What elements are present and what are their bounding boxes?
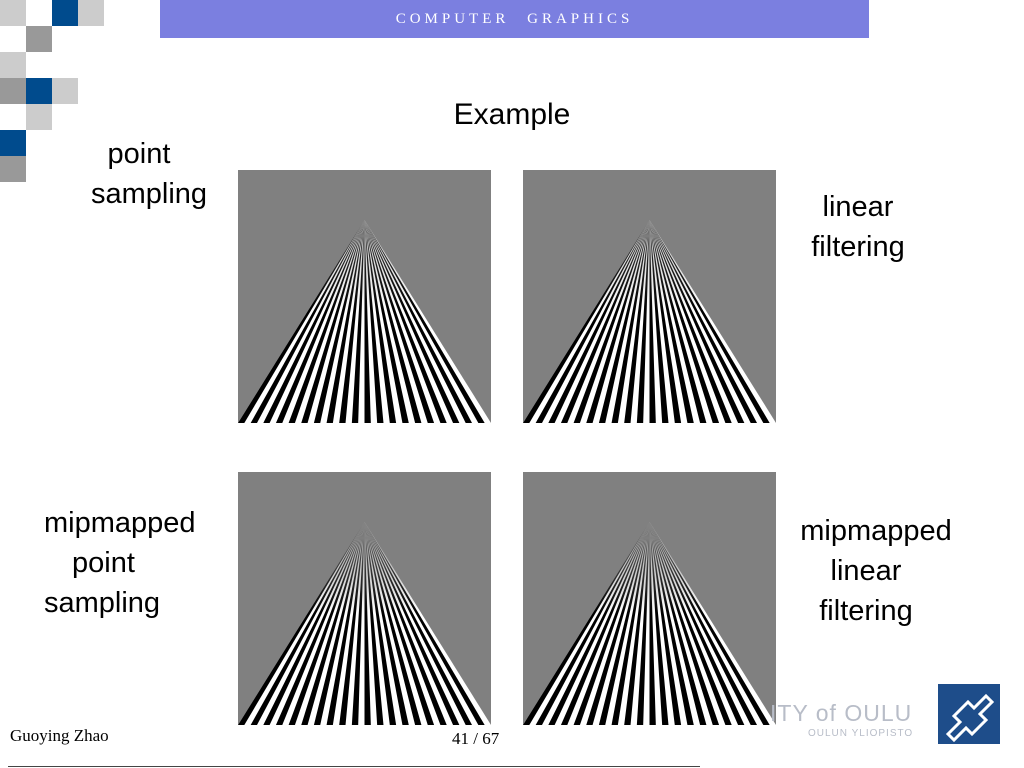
panel-point-sampling (238, 170, 491, 423)
deco-square (26, 104, 52, 130)
texture-fade (523, 522, 776, 725)
deco-square (0, 130, 26, 156)
label-line: sampling (90, 178, 208, 210)
university-watermark-sub: OULUN YLIOPISTO (808, 728, 914, 739)
label-linear-filtering: linear filtering (798, 187, 918, 267)
footer-rule (8, 766, 700, 767)
deco-square (78, 0, 104, 26)
university-logo (938, 684, 1000, 744)
panel-mipmapped-point-sampling (238, 472, 491, 725)
label-line: sampling (44, 587, 161, 619)
deco-square (52, 0, 78, 26)
label-line: mipmapped (800, 515, 952, 547)
deco-square (0, 0, 26, 26)
label-line: mipmapped (44, 507, 196, 539)
deco-square (52, 78, 78, 104)
page-number: 41 / 67 (452, 729, 500, 748)
label-mipmapped-point-sampling: mipmapped point sampling (44, 503, 224, 623)
texture-fade (238, 522, 491, 725)
texture-fade (523, 220, 776, 423)
slide-title: Example (453, 98, 571, 131)
texture-image (238, 220, 491, 423)
texture-image (523, 522, 776, 725)
deco-square (0, 156, 26, 182)
label-mipmapped-linear-filtering: mipmapped linear filtering (786, 511, 966, 631)
label-point-sampling: point sampling (84, 134, 214, 214)
deco-square (0, 52, 26, 78)
label-line: linear (822, 191, 894, 223)
deco-square (0, 78, 26, 104)
header-title: COMPUTER GRAPHICS (395, 10, 634, 27)
label-line: point (107, 138, 171, 170)
label-line: linear (830, 555, 902, 587)
header-bar: COMPUTER GRAPHICS (160, 0, 869, 38)
author-name: Guoying Zhao (10, 726, 109, 745)
panel-mipmapped-linear-filtering (523, 472, 776, 725)
label-line: filtering (811, 231, 905, 263)
panel-linear-filtering (523, 170, 776, 423)
label-line: filtering (819, 595, 913, 627)
texture-image (523, 220, 776, 423)
texture-fade (238, 220, 491, 423)
deco-square (26, 26, 52, 52)
label-line: point (72, 547, 135, 579)
deco-square (26, 78, 52, 104)
logo-icon (945, 693, 995, 743)
texture-image (238, 522, 491, 725)
university-watermark: ITY of OULU (770, 700, 913, 726)
